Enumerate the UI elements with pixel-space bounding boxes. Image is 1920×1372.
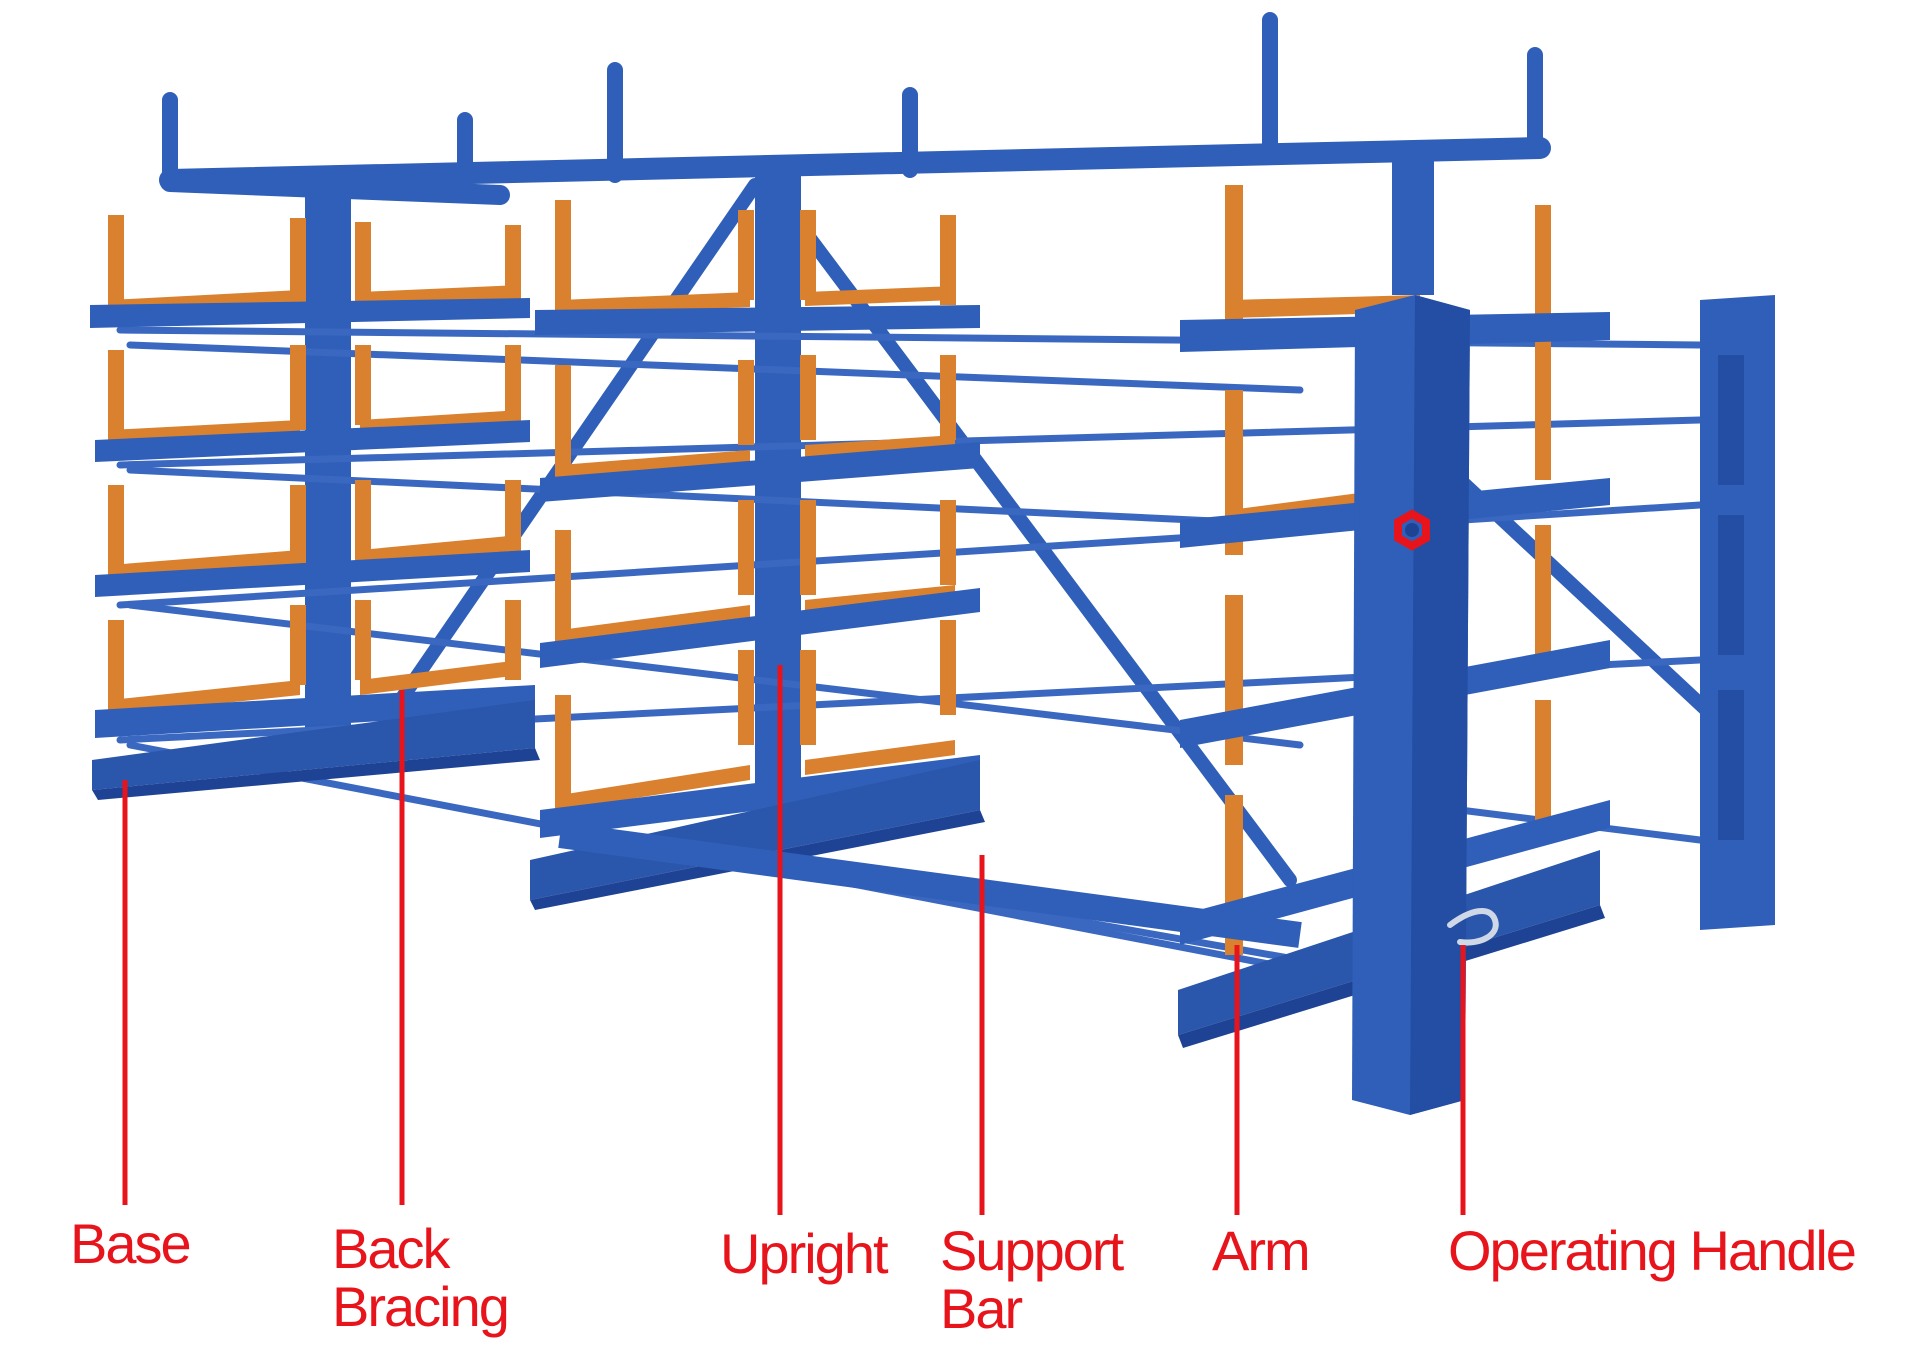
label-arm-text: Arm (1212, 1219, 1311, 1282)
arms-left (90, 215, 535, 738)
upright-column-1 (305, 185, 351, 745)
label-back-bracing: Back Bracing (332, 1217, 510, 1338)
top-frame (159, 12, 1551, 205)
label-upright: Upright (720, 1222, 889, 1285)
callout-lines (122, 665, 1466, 1215)
label-operating-handle-text: Operating Handle (1448, 1219, 1857, 1282)
front-post (1352, 295, 1499, 1115)
bases (92, 700, 1605, 1048)
operating-handle-icon (1447, 908, 1499, 946)
label-operating-handle: Operating Handle (1448, 1219, 1857, 1282)
base-middle (530, 760, 980, 900)
label-base-text: Base (70, 1212, 192, 1275)
upright-column-3 (1392, 150, 1434, 295)
label-upright-text: Upright (720, 1222, 889, 1285)
base-left (92, 700, 535, 790)
label-support-bar: Support Bar (940, 1219, 1124, 1340)
label-back-bracing-line1: Back (332, 1217, 450, 1280)
diagonal-bracing (373, 178, 1767, 887)
arms-middle (535, 200, 980, 838)
label-base: Base (70, 1212, 192, 1275)
label-support-bar-line1: Support (940, 1219, 1124, 1282)
label-back-bracing-line2: Bracing (332, 1275, 510, 1338)
rear-panel (1700, 295, 1775, 930)
label-arm: Arm (1212, 1219, 1311, 1282)
label-support-bar-line2: Bar (940, 1277, 1023, 1340)
